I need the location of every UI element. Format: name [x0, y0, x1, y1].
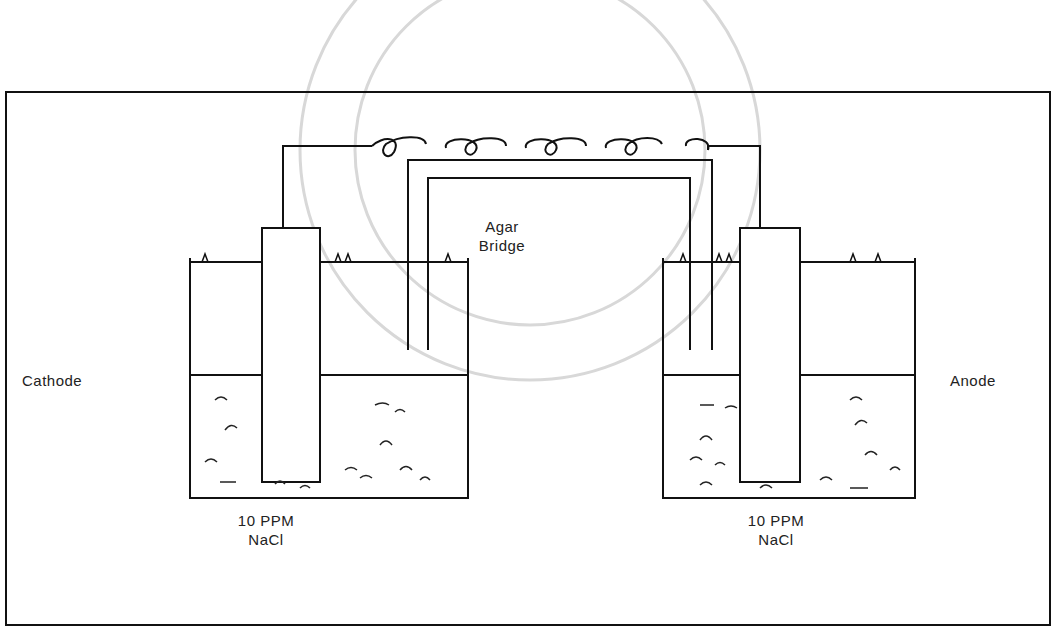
frame	[6, 92, 1050, 625]
solution-label: 10 PPM NaCl	[228, 512, 304, 550]
electrode-label: Cathode	[22, 372, 82, 391]
bridge-label: Agar Bridge	[470, 218, 534, 256]
electrode-label: Anode	[950, 372, 996, 391]
solution-label: 10 PPM NaCl	[738, 512, 814, 550]
rim-marks	[202, 254, 881, 262]
water-marks	[205, 397, 900, 488]
beaker-left	[190, 228, 468, 498]
agar-bridge	[408, 160, 712, 350]
beaker-right	[663, 228, 915, 498]
watermark-seal	[300, 0, 760, 380]
wire	[283, 137, 760, 228]
